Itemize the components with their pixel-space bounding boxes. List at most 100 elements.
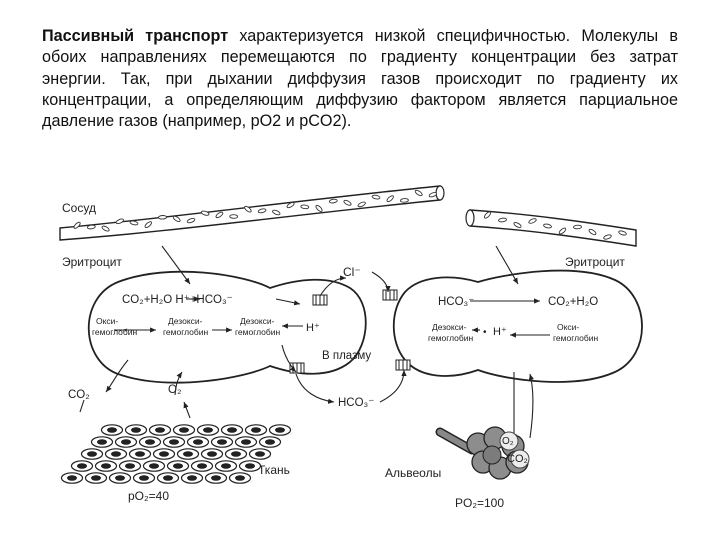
erythrocyte-label-right: Эритроцит bbox=[565, 255, 625, 269]
tissue-cell-nucleus bbox=[173, 463, 183, 469]
tissue-cell-nucleus bbox=[155, 427, 165, 433]
erythrocyte-dot bbox=[200, 210, 210, 216]
alveoli-label: Альвеолы bbox=[385, 466, 441, 480]
tissue-cell-nucleus bbox=[131, 427, 141, 433]
arrow-vessel-to-left-cell bbox=[161, 245, 191, 285]
tissue-cell-nucleus bbox=[111, 451, 121, 457]
deoxyhemoglobin-right-line2: гемоглобин bbox=[428, 333, 474, 343]
oxyhemoglobin-left-line1: Окси- bbox=[96, 316, 118, 326]
o2-alveoli: O₂ bbox=[502, 436, 514, 447]
erythrocyte-dot bbox=[229, 214, 239, 219]
po2-alveoli: PO₂=100 bbox=[455, 496, 504, 510]
arrow-o2-to-tissue bbox=[183, 401, 191, 419]
tissue-cell-nucleus bbox=[235, 475, 245, 481]
channel-left-top bbox=[312, 294, 328, 306]
left-equation: CO₂+H₂O H⁺+HCO₃⁻ bbox=[122, 294, 233, 306]
tissue-cell-nucleus bbox=[265, 439, 275, 445]
erythrocyte-dot bbox=[215, 211, 224, 219]
erythrocyte-dot bbox=[399, 198, 409, 203]
tissue-cell-nucleus bbox=[251, 427, 261, 433]
intro-bold-lead: Пассивный транспорт bbox=[42, 27, 229, 45]
tissue-cell-nucleus bbox=[163, 475, 173, 481]
right-hco3: HCO₃⁻ bbox=[438, 296, 474, 308]
tissue-cell-nucleus bbox=[135, 451, 145, 457]
channel-right-bottom bbox=[395, 359, 411, 371]
line-co2-from-tissue bbox=[79, 399, 85, 413]
h-ion-right: H⁺ bbox=[493, 326, 507, 338]
erythrocyte-dot bbox=[528, 218, 537, 224]
arrow-vessel-to-right-cell bbox=[495, 245, 519, 285]
alveoli-cluster bbox=[435, 426, 530, 480]
erythrocyte-dot bbox=[129, 220, 139, 226]
arrow-hco3-back-right bbox=[379, 369, 407, 403]
vessel-erythrocytes bbox=[73, 189, 627, 240]
erythrocyte-dot bbox=[558, 227, 567, 235]
oxyhemoglobin-right-line1: Окси- bbox=[557, 322, 579, 332]
tissue-cell-nucleus bbox=[77, 463, 87, 469]
tissue-cell-nucleus bbox=[149, 463, 159, 469]
o2-tissue: O₂ bbox=[168, 384, 181, 396]
tissue-cell-nucleus bbox=[169, 439, 179, 445]
co2-tissue: CO₂ bbox=[68, 389, 90, 401]
tissue-cell-nucleus bbox=[221, 463, 231, 469]
arrow-hco3-to-channel-left bbox=[275, 298, 301, 306]
erythrocyte-dot bbox=[144, 221, 153, 228]
tissue-cell-nucleus bbox=[187, 475, 197, 481]
erythrocyte-dot bbox=[257, 208, 267, 214]
erythrocyte-dot bbox=[618, 230, 627, 236]
po2-tissue: pO₂=40 bbox=[128, 489, 169, 503]
tissue-cell-nucleus bbox=[121, 439, 131, 445]
erythrocyte-label-left: Эритроцит bbox=[62, 255, 122, 269]
erythrocyte-dot bbox=[86, 224, 96, 230]
erythrocyte-dot bbox=[244, 205, 252, 213]
erythrocyte-dot bbox=[513, 222, 522, 228]
h-ion-right-dot: • bbox=[483, 327, 487, 338]
intro-paragraph: Пассивный транспорт характеризуется низк… bbox=[42, 26, 678, 132]
erythrocyte-dot bbox=[101, 225, 110, 232]
tissue-cell-nucleus bbox=[275, 427, 285, 433]
erythrocyte-dot bbox=[300, 204, 310, 210]
erythrocyte-cell-left bbox=[87, 270, 367, 384]
vessel-left bbox=[59, 185, 445, 241]
arrow-cl-exchange bbox=[319, 275, 347, 297]
erythrocyte-dot bbox=[115, 218, 124, 225]
arrow-left-to-plasma bbox=[281, 344, 297, 373]
tissue-cell-nucleus bbox=[217, 439, 227, 445]
arrow-o2-in-left bbox=[174, 371, 183, 396]
tissue-cell-nucleus bbox=[115, 475, 125, 481]
erythrocyte-dot bbox=[272, 209, 281, 216]
erythrocyte-dot bbox=[603, 234, 612, 240]
erythrocyte-dot bbox=[172, 215, 181, 223]
tissue-label: Ткань bbox=[258, 463, 290, 477]
tissue-cell-nucleus bbox=[183, 451, 193, 457]
tissue-cell-nucleus bbox=[107, 427, 117, 433]
tissue-cell-nucleus bbox=[101, 463, 111, 469]
co2-alveoli: CO₂ bbox=[507, 453, 528, 465]
deoxyhemoglobin-a-line2: гемоглобин bbox=[163, 327, 209, 337]
tissue-cell-nucleus bbox=[145, 439, 155, 445]
tissue-cell-nucleus bbox=[207, 451, 217, 457]
oxyhemoglobin-left-line2: гемоглобин bbox=[92, 327, 138, 337]
arrow-o2-from-alveoli bbox=[528, 373, 535, 439]
tissue-cell-nucleus bbox=[197, 463, 207, 469]
erythrocyte-dot bbox=[498, 217, 507, 223]
intro-body: характеризуется низкой специфичностью. М… bbox=[42, 27, 678, 131]
tissue-cell-nucleus bbox=[179, 427, 189, 433]
erythrocyte-cell-right bbox=[392, 269, 643, 383]
tissue-cell-nucleus bbox=[91, 475, 101, 481]
tissue-cell-nucleus bbox=[193, 439, 203, 445]
erythrocyte-dot bbox=[286, 202, 295, 209]
to-plasma-label: В плазму bbox=[322, 350, 371, 362]
arrows bbox=[79, 245, 550, 440]
channel-right-top bbox=[382, 289, 398, 301]
deoxyhemoglobin-b-line1: Дезокси- bbox=[240, 316, 275, 326]
h-ion-left: H⁺ bbox=[306, 322, 320, 334]
tissue-block bbox=[60, 424, 292, 484]
tissue-cell-nucleus bbox=[211, 475, 221, 481]
erythrocyte-dot bbox=[158, 215, 167, 220]
tissue-cell-nucleus bbox=[227, 427, 237, 433]
erythrocyte-dot bbox=[483, 211, 492, 219]
arrow-plasma-hco3 bbox=[295, 373, 335, 404]
tissue-cell-nucleus bbox=[125, 463, 135, 469]
